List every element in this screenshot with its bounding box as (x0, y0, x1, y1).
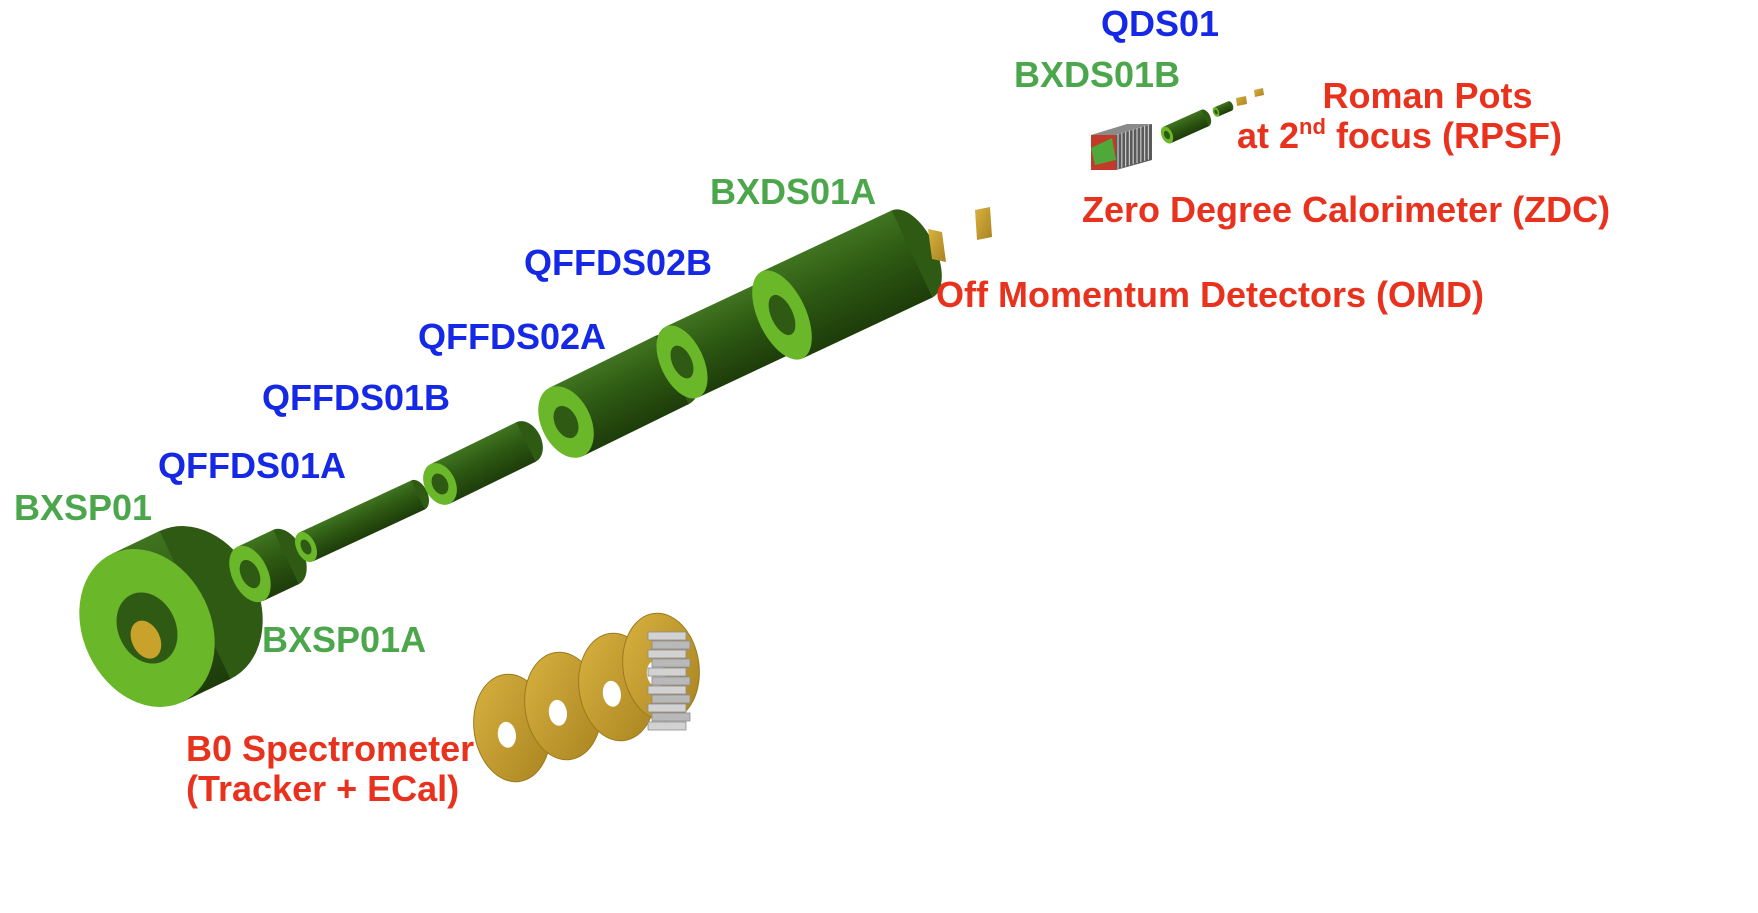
roman-pots-label-line1: Roman Pots (1322, 75, 1533, 116)
cylinder-bore (768, 294, 796, 336)
b0-disc-hole (602, 680, 621, 707)
cylinder-body (1160, 109, 1212, 144)
b0-ecal-block (647, 703, 687, 713)
qffds01b-magnet (423, 421, 543, 505)
zdc-top-face (1091, 124, 1152, 135)
b0-ecal-block (651, 694, 691, 704)
cylinder-bore (553, 405, 579, 439)
cylinder-body (752, 209, 942, 360)
roman-pot-2 (1254, 88, 1264, 97)
cylinder-side (237, 529, 299, 602)
bxsp01a-label: BXSP01A (262, 619, 427, 660)
qffds01a-label: QFFDS01A (158, 445, 347, 486)
bxds01b-magnet (1160, 109, 1212, 144)
bxsp01-label: BXSP01 (14, 487, 153, 528)
b0-spectrometer-label: B0 Spectrometer (Tracker + ECal) (186, 729, 474, 809)
omd-detectors (928, 207, 992, 262)
bxsp01-inner-gold (130, 620, 162, 659)
roman-pots-label: Roman Pots at 2nd focus (RPSF) (1237, 76, 1562, 156)
b0-label-line1: B0 Spectrometer (186, 728, 475, 769)
cylinder-bore (670, 345, 694, 379)
cylinder-side (430, 422, 536, 504)
omd-plate-2 (975, 207, 992, 240)
cylinder-side (299, 480, 425, 562)
b0-ecal-block (651, 640, 691, 650)
b0-ecal-block (651, 658, 691, 668)
b0-ecal-block (647, 721, 687, 731)
b0-ecal-block (647, 685, 687, 695)
omd-label: Off Momentum Detectors (OMD) (936, 274, 1484, 315)
qds01-magnet (1212, 101, 1234, 117)
zdc-label: Zero Degree Calorimeter (ZDC) (1082, 189, 1611, 230)
b0-ecal-stack (647, 631, 691, 731)
qffds01b-label: QFFDS01B (262, 377, 451, 418)
qffds02a-label: QFFDS02A (418, 316, 607, 357)
b0-ecal-block (651, 676, 691, 686)
zdc-stack-lines (1117, 124, 1150, 169)
roman-pots-label-line2: at 2nd focus (RPSF) (1237, 114, 1562, 156)
b0-ecal-block (651, 712, 691, 722)
qds01-label: QDS01 (1101, 3, 1220, 44)
zdc-front-green (1091, 138, 1116, 165)
roman-pots (1236, 88, 1264, 106)
roman-pot-1 (1236, 96, 1247, 106)
bxds01b-label: BXDS01B (1014, 54, 1181, 95)
b0-disc-hole (497, 721, 516, 748)
b0-spectrometer (473, 612, 700, 783)
cylinder-bore (1214, 109, 1218, 115)
cylinder-bore (239, 559, 261, 589)
omd-plate-1 (928, 229, 946, 262)
qffds02b-label: QFFDS02B (524, 242, 713, 283)
cylinder-body (423, 421, 543, 505)
cylinder-body (1212, 101, 1234, 117)
zdc-calorimeter (1091, 124, 1152, 170)
b0-ecal-block (647, 631, 687, 641)
b0-disc-hole (548, 699, 567, 726)
cylinder-bore (300, 539, 312, 555)
b0-label-line2: (Tracker + ECal) (186, 768, 460, 809)
cylinder-bore (1163, 130, 1171, 140)
cylinder-body (79, 526, 263, 707)
bxds01a-label: BXDS01A (710, 171, 877, 212)
cylinder-bore (431, 473, 449, 495)
bxsp01-magnet (79, 526, 263, 707)
cylinder-side (1163, 109, 1209, 144)
cylinder-body (294, 479, 430, 563)
bxds01a-magnet (752, 209, 942, 360)
b0-ecal-block (647, 649, 687, 659)
b0-ecal-block (647, 667, 687, 677)
qffds01a-magnet (294, 479, 430, 563)
